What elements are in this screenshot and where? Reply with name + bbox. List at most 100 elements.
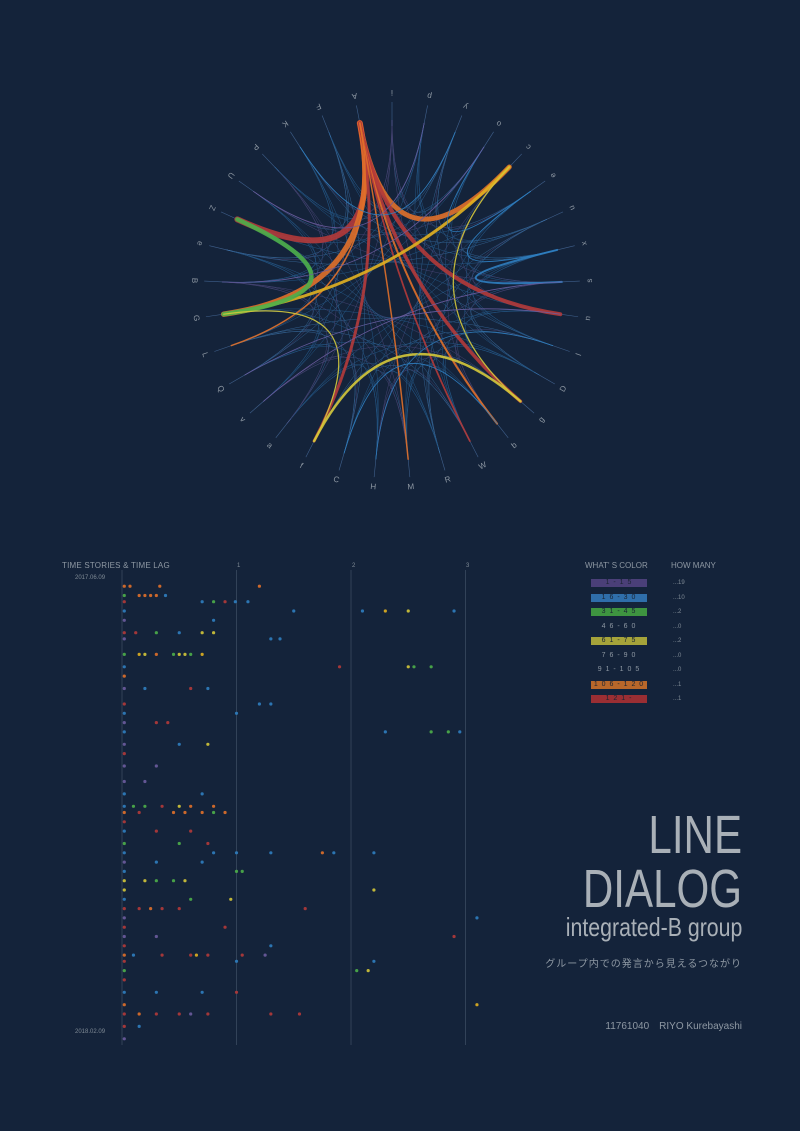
node-label-21: v [238,415,247,424]
timeline-point [122,916,126,920]
timeline-point [122,953,126,957]
timeline-point [154,934,158,939]
chord-link-v-s [263,281,563,402]
timeline-point [171,879,176,883]
timeline-point [122,925,126,929]
timeline-point [122,978,126,982]
tick-label-1: 1 [237,563,241,569]
timeline-point [452,934,456,939]
timeline-point [206,1012,210,1016]
timeline-point [189,652,193,656]
timeline-point [223,925,227,929]
chord-link-A-Z [234,120,369,244]
timeline-point [160,953,164,957]
chord-link-U-p [253,122,425,229]
timeline-point [122,600,126,604]
timeline-point [194,953,199,957]
legend-swatch: 1 6 - 3 0 [591,593,647,602]
timeline-point [189,1012,193,1016]
timeline-point [366,969,370,973]
node-label-27: Z [207,204,217,212]
node-label-26: e [195,240,205,247]
node-label-6: u [567,204,577,212]
timeline-point [128,584,132,588]
timeline-point [137,1024,141,1028]
timeline-point [183,879,187,883]
timeline-point [372,888,376,892]
timeline-point [269,851,273,855]
timeline-point [406,609,410,613]
timeline-point [122,665,126,669]
timeline-point [337,665,342,669]
legend-row: 1 2 1 -...1 [585,695,735,705]
legend-count: ...1 [673,681,682,688]
japanese-caption: グループ内での発言から見えるつながり [545,959,742,970]
timeline-point [154,652,158,656]
timeline-point [189,686,193,691]
timeline-point [160,907,164,911]
timeline-point [154,1012,158,1016]
timeline-point [158,584,162,588]
chord-link-A-n [357,121,563,317]
timeline-point [122,1003,126,1007]
timeline-point [177,804,181,808]
legend-count: ...0 [673,623,682,630]
chord-link-Q-n [244,308,561,376]
node-label-15: R [444,474,452,484]
timeline-point [406,665,410,669]
legend-color-header: WHAT' S COLOR [585,561,648,570]
timeline-point [122,1024,126,1028]
timeline-point [229,897,233,901]
timeline-point [154,860,158,864]
timeline-point [171,652,176,656]
timeline-point [122,959,126,963]
legend-count-header: HOW MANY [671,561,716,570]
timeline-point [269,702,273,706]
node-label-9: n [583,315,593,321]
timeline-point [122,609,126,613]
timeline-point [257,584,261,588]
timeline-point [122,1012,126,1016]
timeline-start-date: 2017.06.09 [75,575,106,581]
timeline-point [206,953,210,957]
chord-link-G-Z [221,217,314,317]
node-label-0: i [391,88,393,97]
title-line-1: LINE [648,805,742,865]
timeline-point [475,916,479,920]
chord-link-A-L [230,122,366,347]
timeline-point [177,652,181,656]
timeline-point [177,907,181,911]
timeline-point [183,652,187,656]
chord-link-K-y [299,131,456,216]
timeline-point [177,631,181,635]
timeline-point [383,730,387,734]
timeline-point [122,742,126,746]
timeline-point [122,702,126,706]
node-label-23: L [200,351,210,359]
timeline-point [166,721,170,725]
node-label-4: c [524,142,533,151]
timeline-point [143,879,147,883]
timeline-point [177,1012,181,1016]
timeline-point [212,851,216,855]
timeline-point [122,804,126,808]
tick-label-3: 3 [466,563,470,569]
chord-link-H-l [375,331,554,460]
timeline-point [189,897,193,901]
timeline-point [189,829,193,833]
timeline-title: TIME STORIES & TIME LAG [62,561,170,570]
timeline-point [212,631,216,635]
legend-count: ...0 [673,652,682,659]
timeline-point [429,665,433,669]
legend-row: 1 6 - 3 0...10 [585,593,735,604]
timeline-point [122,969,126,973]
author-credit: 11761040 RIYO Kurebayashi [605,1021,742,1032]
node-label-25: B [190,278,199,284]
timeline-point [122,841,126,846]
legend-row: 6 1 - 7 5...2 [585,637,735,647]
timeline-point [269,637,273,641]
timeline-point [122,584,126,588]
node-label-31: F [315,101,323,111]
timeline-point [234,959,239,963]
timeline-point [200,792,204,796]
